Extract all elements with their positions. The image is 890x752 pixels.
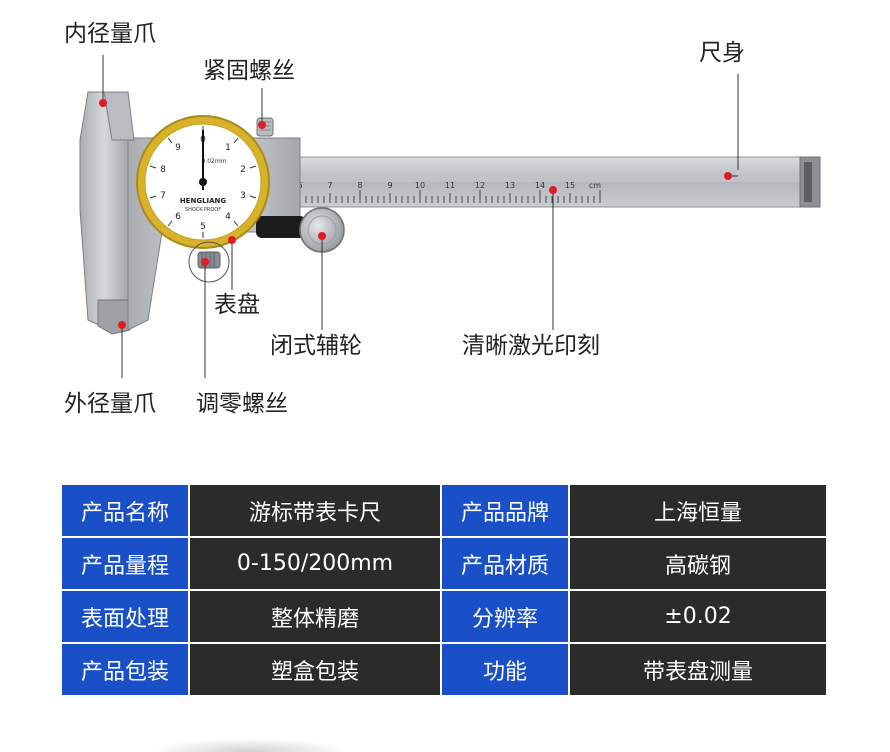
marker-adjust-screw	[201, 258, 209, 266]
adjust-screw-ring	[188, 241, 230, 283]
spec-key: 功能	[440, 642, 570, 697]
dial-number-5: 5	[200, 222, 206, 232]
marker-ruler-body	[724, 172, 732, 180]
label-thumb-wheel: 闭式辅轮	[270, 333, 362, 359]
dial-number-1: 1	[225, 143, 231, 153]
label-inner-jaw: 内径量爪	[64, 21, 156, 47]
scale-number-14: 14	[535, 181, 545, 190]
bottom-shadow	[150, 738, 350, 752]
scale-number-12: 12	[475, 181, 485, 190]
table-row: 表面处理 整体精磨 分辨率 ±0.02	[60, 589, 828, 644]
table-row: 产品包装 塑盒包装 功能 带表盘测量	[60, 642, 828, 697]
spec-value: 整体精磨	[188, 589, 442, 644]
table-row: 产品名称 游标带表卡尺 产品品牌 上海恒量	[60, 483, 828, 538]
spec-key: 产品品牌	[440, 483, 570, 538]
label-adjust-screw: 调零螺丝	[196, 391, 288, 417]
spec-table: 产品名称 游标带表卡尺 产品品牌 上海恒量 产品量程 0-150/200mm 产…	[60, 483, 828, 697]
marker-dial	[228, 236, 236, 244]
spec-key: 产品包装	[60, 642, 190, 697]
table-row: 产品量程 0-150/200mm 产品材质 高碳钢	[60, 536, 828, 591]
dial-ticks	[149, 126, 257, 238]
dial-number-2: 2	[240, 165, 246, 175]
caliper-diagram: 6 7 8 9 10 11 12 13 14 15 cm	[64, 21, 821, 417]
marker-laser-marks	[549, 186, 557, 194]
label-ruler-body: 尺身	[699, 40, 745, 66]
scale-unit: cm	[589, 181, 601, 190]
spec-key: 表面处理	[60, 589, 190, 644]
spec-value: 高碳钢	[568, 536, 828, 591]
marker-thumb-wheel	[318, 232, 326, 240]
adjust-screw-shape	[197, 251, 221, 269]
caliper-illustration: 6 7 8 9 10 11 12 13 14 15 cm	[79, 55, 821, 378]
spec-key: 分辨率	[440, 589, 570, 644]
dial-brand: HENGLIANG	[180, 197, 227, 205]
spec-value: 0-150/200mm	[188, 536, 442, 591]
scale-number-7: 7	[327, 181, 332, 190]
marker-inner-jaw	[99, 99, 107, 107]
scale-number-11: 11	[445, 181, 455, 190]
scale-ticks	[299, 190, 601, 203]
dial-resolution: 0.02mm	[201, 158, 226, 165]
scale-number-10: 10	[415, 181, 425, 190]
dial-subtitle: SHOCK-PROOF	[185, 207, 221, 213]
label-dial: 表盘	[214, 292, 260, 318]
label-lock-screw: 紧固螺丝	[203, 58, 295, 84]
dial-number-8: 8	[160, 165, 166, 175]
scale-number-9: 9	[387, 181, 392, 190]
spec-value: 上海恒量	[568, 483, 828, 538]
spec-key: 产品量程	[60, 536, 190, 591]
spec-key: 产品名称	[60, 483, 190, 538]
marker-dots	[99, 99, 732, 329]
spec-value: 带表盘测量	[568, 642, 828, 697]
dial-number-9: 9	[175, 143, 181, 153]
scale-number-13: 13	[505, 181, 515, 190]
label-outer-jaw: 外径量爪	[64, 391, 156, 417]
dial-number-7: 7	[160, 191, 166, 201]
wheel-base	[256, 216, 306, 238]
scale-number-15: 15	[565, 181, 575, 190]
dial-number-6: 6	[175, 212, 181, 222]
spec-value: 游标带表卡尺	[188, 483, 442, 538]
dial-number-4: 4	[225, 212, 231, 222]
spec-value: 塑盒包装	[188, 642, 442, 697]
scale-number-8: 8	[357, 181, 362, 190]
label-laser-marks: 清晰激光印刻	[462, 333, 600, 359]
dial-number-3: 3	[240, 191, 246, 201]
marker-lock-screw	[258, 121, 266, 129]
spec-value: ±0.02	[568, 589, 828, 644]
leader-lines	[102, 55, 739, 378]
spec-key: 产品材质	[440, 536, 570, 591]
marker-outer-jaw	[118, 321, 126, 329]
